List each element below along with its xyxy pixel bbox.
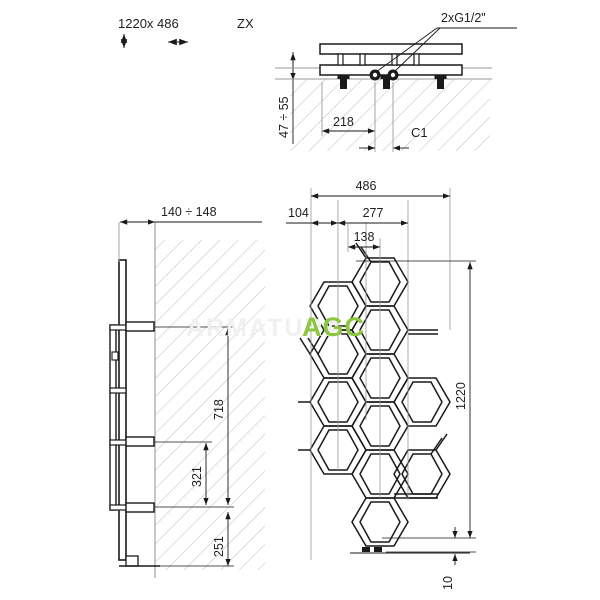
header-labels: 1220x 486 ZX [118,16,254,48]
dim-47-55: 47 ÷ 55 [275,52,300,144]
dim-486-label: 486 [356,179,377,193]
side-wall-brackets [125,321,155,513]
dim-218: 218 [321,82,376,152]
top-section-view: 2xG1/2" 47 ÷ 55 218 [275,11,517,152]
dim-104: 104 [286,206,338,226]
valve-connections [369,69,399,81]
dim-718-label: 718 [212,399,226,420]
side-profile-main [118,259,127,561]
dim-1220: 1220 [356,260,476,539]
watermark-faint-text: ARMATURA [186,314,345,342]
dim-c1: C1 [359,82,428,152]
watermark-brand-text: AGC [302,312,365,342]
front-extension-lines [310,188,451,560]
dim-138-label: 138 [354,230,375,244]
dim-1220-label: 1220 [454,382,468,410]
dim-321-label: 321 [190,466,204,487]
view-code-label: ZX [237,16,254,31]
left-side-view: 140 ÷ 148 718 321 251 [109,205,265,578]
front-feet [362,547,382,552]
dim-10-label: 10 [441,576,455,590]
dim-10: 10 [386,527,476,590]
dim-486: 486 [311,179,450,199]
dim-140-148: 140 ÷ 148 [118,205,262,262]
wall-hatch [290,79,490,151]
top-rail-upper [319,43,463,55]
dim-321: 321 [155,441,212,505]
callout-leader [375,27,517,73]
dim-277: 277 [338,206,408,226]
side-wall-hatch [155,240,265,570]
dim-718: 718 [155,326,234,508]
dim-138: 138 [347,224,380,252]
top-rail-connectors [337,53,420,66]
wall-brackets [337,75,447,89]
dim-104-label: 104 [288,206,309,220]
dim-218-label: 218 [333,115,354,129]
size-label: 1220x 486 [118,16,179,31]
valve-callout-label: 2xG1/2" [441,11,486,25]
front-elevation-view: 486 104 277 138 [286,179,476,590]
dim-277-label: 277 [363,206,384,220]
honeycomb-lattice [298,242,451,547]
watermark: ARMATURA AGC [186,312,365,342]
dim-251-label: 251 [212,536,226,557]
dim-140-148-label: 140 ÷ 148 [161,205,217,219]
dim-251: 251 [155,512,234,567]
dim-47-55-label: 47 ÷ 55 [277,96,291,138]
side-foot [125,555,139,567]
dim-c1-label: C1 [411,125,428,140]
